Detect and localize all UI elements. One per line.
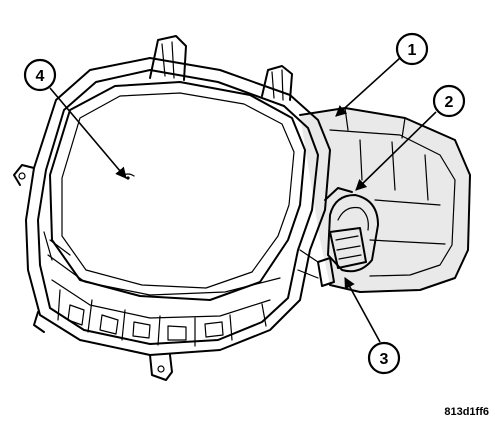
lower-grille bbox=[43, 231, 281, 347]
mounting-tabs bbox=[13, 35, 293, 381]
callout-3-label: 3 bbox=[380, 351, 389, 368]
leader-line-4 bbox=[49, 87, 127, 179]
leader-line-2 bbox=[355, 111, 437, 191]
lamp-bezel bbox=[25, 57, 331, 356]
leader-line-3 bbox=[344, 277, 381, 343]
headlamp-lens bbox=[49, 81, 306, 301]
callout-1-label: 1 bbox=[408, 42, 417, 59]
bulb-socket bbox=[297, 187, 379, 287]
image-code: 813d1ff6 bbox=[444, 406, 489, 418]
callout-1: 1 bbox=[395, 32, 429, 66]
callout-4: 4 bbox=[23, 58, 57, 92]
callout-3: 3 bbox=[367, 341, 401, 375]
callout-2-label: 2 bbox=[445, 94, 454, 111]
callout-4-label: 4 bbox=[36, 68, 45, 85]
leader-line-1 bbox=[335, 57, 401, 117]
callout-2: 2 bbox=[432, 84, 466, 118]
leader-lines bbox=[49, 57, 437, 343]
lamp-housing bbox=[299, 107, 471, 293]
